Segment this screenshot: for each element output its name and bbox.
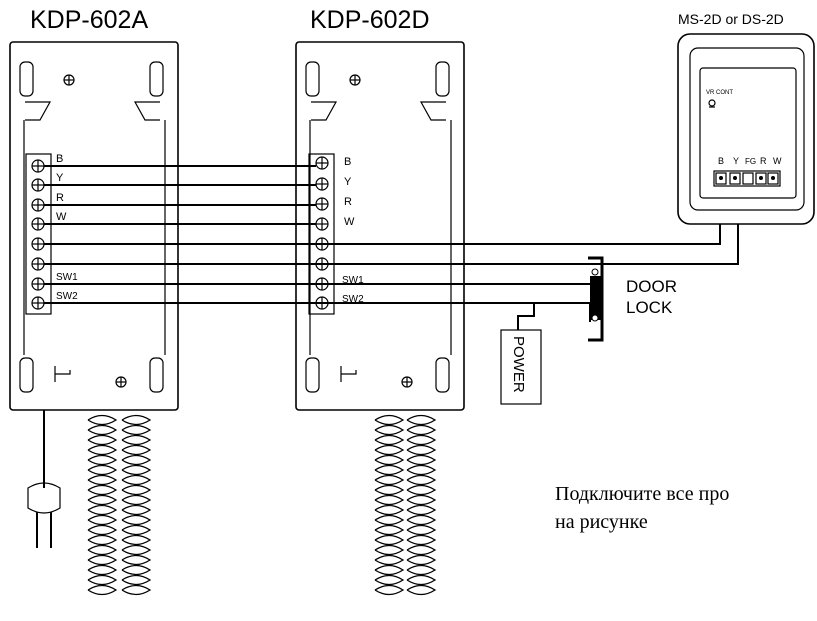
kdp-602d-unit [295,41,465,411]
vr-cont-label: VR CONT [706,90,733,96]
terminal-screw-icon [31,178,45,192]
middle-device-title: KDP-602D [310,6,430,34]
terminal-screw-icon [31,237,45,251]
coiled-cord [87,414,437,596]
terminal-screw-icon [315,177,329,191]
door-station-title: MS-2D or DS-2D [678,11,784,27]
terminal-label: R [56,192,64,204]
power-plug-icon [27,410,61,548]
terminal-screw-icon [315,217,329,231]
terminal-label: SW2 [56,291,78,302]
coil-icon [87,414,118,596]
terminal-label: R [344,196,352,208]
door-station-unit: VR CONT B Y FG R W [677,33,815,225]
note-line-2: на рисунке [555,511,648,533]
door-terminal-label: FG [745,157,756,166]
terminal-label: W [56,211,67,223]
door-lock-label-line1: DOOR [626,277,677,296]
terminal-label: B [56,153,63,165]
terminal-screw-icon [31,296,45,310]
terminal-screw-icon [31,198,45,212]
coil-icon [121,414,152,596]
terminal-label: W [344,216,355,228]
screw-icon [349,74,361,86]
coil-icon [406,414,437,596]
door-terminal-label: W [773,156,782,166]
terminal-label: SW2 [342,294,364,305]
door-lock-label-line2: LOCK [626,298,673,317]
terminal-screw-icon [31,277,45,291]
vr-knob-icon [708,99,716,108]
terminal-label: SW1 [56,272,78,283]
door-terminal-label: Y [733,156,739,166]
power-label: POWER [510,336,527,393]
door-terminal-label: R [760,156,767,166]
terminal-label: Y [344,176,352,188]
terminal-label: SW1 [342,275,364,286]
left-device-title: KDP-602A [30,6,148,34]
screw-icon [115,376,127,388]
coil-icon [374,414,405,596]
terminal-label: B [344,156,351,168]
terminal-screw-icon [31,159,45,173]
door-lock: DOOR LOCK [588,256,677,342]
terminal-screw-icon [315,156,329,170]
screw-icon [63,74,75,86]
terminal-screw-icon [31,257,45,271]
note-line-1: Подключите все про [555,483,729,505]
terminal-screw-icon [31,217,45,231]
terminal-screw-icon [315,197,329,211]
terminal-label: Y [56,172,64,184]
door-terminal-label: B [718,156,724,166]
screw-icon [401,376,413,388]
kdp-602a-unit [9,41,179,411]
power-supply: POWER [500,329,542,405]
